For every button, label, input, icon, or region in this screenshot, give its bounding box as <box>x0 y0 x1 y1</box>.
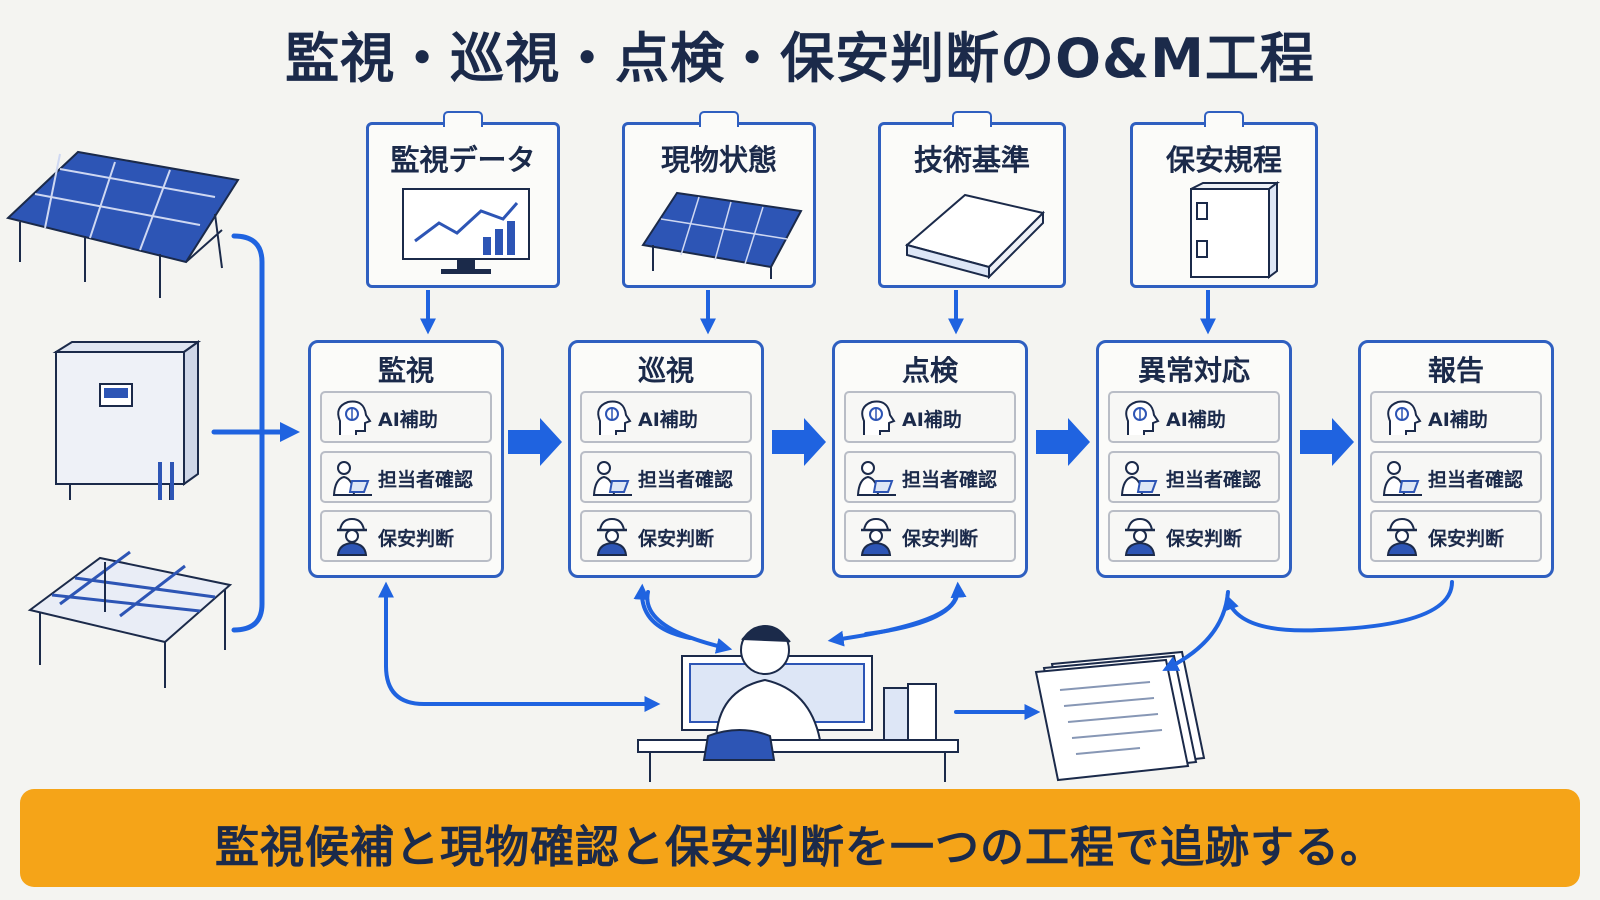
flow-arrow-3 <box>1036 418 1090 466</box>
row-label: AI補助 <box>378 409 438 431</box>
safety-helmet-worker-icon <box>596 517 628 556</box>
row-label: 保安判断 <box>1166 528 1243 550</box>
stage-card-monitoring: 監視 AI補助 担当者確認 保安判断 <box>308 340 504 578</box>
solar-panel-icon <box>641 191 803 279</box>
flow-arrow-1 <box>508 418 562 466</box>
row-staff-check: 担当者確認 <box>1108 451 1280 503</box>
ai-brain-icon <box>337 400 372 435</box>
ai-brain-icon <box>861 400 896 435</box>
row-label: 保安判断 <box>1428 528 1505 550</box>
row-safety-judgment: 保安判断 <box>320 510 492 562</box>
summary-banner: 監視候補と現物確認と保安判断を一つの工程で追跡する。 <box>20 789 1580 887</box>
source-card-safety-rules: 保安規程 <box>1130 111 1318 288</box>
staff-laptop-icon <box>856 461 896 496</box>
row-ai-assist: AI補助 <box>844 391 1016 443</box>
row-safety-judgment: 保安判断 <box>1108 510 1280 562</box>
source-card-physical-state: 現物状態 <box>622 111 816 288</box>
source-card-title: 監視データ <box>390 143 536 177</box>
stage-title: 監視 <box>377 354 434 387</box>
clipboard-clip-icon <box>443 111 483 127</box>
stage-card-inspection: 点検 AI補助 担当者確認 保安判断 <box>832 340 1028 578</box>
row-label: 保安判断 <box>902 528 979 550</box>
book-icon <box>904 193 1045 279</box>
staff-laptop-icon <box>1382 461 1422 496</box>
row-label: 担当者確認 <box>1166 469 1262 491</box>
row-safety-judgment: 保安判断 <box>580 510 752 562</box>
row-ai-assist: AI補助 <box>1108 391 1280 443</box>
operator-desk-icon <box>637 625 959 782</box>
source-card-title: 保安規程 <box>1165 143 1282 177</box>
feedback-arrows <box>378 580 1454 720</box>
row-label: 担当者確認 <box>378 469 474 491</box>
source-card-title: 技術基準 <box>913 143 1030 177</box>
source-card-monitoring-data: 監視データ <box>366 111 560 288</box>
row-ai-assist: AI補助 <box>320 391 492 443</box>
row-label: AI補助 <box>1166 409 1226 431</box>
row-label: AI補助 <box>1428 409 1488 431</box>
clipboard-clip-icon <box>1204 111 1244 127</box>
stage-card-anomaly-response: 異常対応 AI補助 担当者確認 保安判断 <box>1096 340 1292 578</box>
inverter-cabinet-icon <box>52 340 202 500</box>
ai-brain-icon <box>1387 400 1422 435</box>
row-staff-check: 担当者確認 <box>844 451 1016 503</box>
row-label: 担当者確認 <box>902 469 998 491</box>
row-label: AI補助 <box>638 409 698 431</box>
ai-brain-icon <box>597 400 632 435</box>
row-label: 保安判断 <box>378 528 455 550</box>
staff-laptop-icon <box>592 461 632 496</box>
source-card-technical-standard: 技術基準 <box>878 111 1066 288</box>
stage-title: 異常対応 <box>1137 354 1250 387</box>
stage-card-patrol: 巡視 AI補助 担当者確認 保安判断 <box>568 340 764 578</box>
row-staff-check: 担当者確認 <box>320 451 492 503</box>
row-staff-check: 担当者確認 <box>580 451 752 503</box>
safety-helmet-worker-icon <box>1386 517 1418 556</box>
stage-title: 報告 <box>1427 354 1484 387</box>
binder-icon <box>1190 181 1280 279</box>
asset-bracket-arrow <box>211 233 300 633</box>
safety-helmet-worker-icon <box>336 517 368 556</box>
row-staff-check: 担当者確認 <box>1370 451 1542 503</box>
stage-card-report: 報告 AI補助 担当者確認 保安判断 <box>1358 340 1554 578</box>
row-label: AI補助 <box>902 409 962 431</box>
row-label: 担当者確認 <box>1428 469 1524 491</box>
source-card-title: 現物状態 <box>660 143 777 177</box>
solar-array-icon <box>5 150 240 298</box>
stage-flow-arrows <box>508 418 1354 466</box>
row-ai-assist: AI補助 <box>1370 391 1542 443</box>
source-arrows <box>420 290 1216 335</box>
clipboard-clip-icon <box>952 111 992 127</box>
stage-title: 巡視 <box>637 354 694 387</box>
report-documents-icon <box>1034 650 1206 782</box>
staff-laptop-icon <box>332 461 372 496</box>
row-ai-assist: AI補助 <box>580 391 752 443</box>
stage-title: 点検 <box>901 354 958 387</box>
summary-banner-text: 監視候補と現物確認と保安判断を一つの工程で追跡する。 <box>215 822 1385 873</box>
row-label: 保安判断 <box>638 528 715 550</box>
flow-arrow-4 <box>1300 418 1354 466</box>
safety-helmet-worker-icon <box>1124 517 1156 556</box>
flow-arrow-2 <box>772 418 826 466</box>
row-safety-judgment: 保安判断 <box>844 510 1016 562</box>
row-label: 担当者確認 <box>638 469 734 491</box>
safety-helmet-worker-icon <box>860 517 892 556</box>
monitor-chart-icon <box>402 188 530 274</box>
mounting-frame-icon <box>27 550 233 688</box>
row-safety-judgment: 保安判断 <box>1370 510 1542 562</box>
clipboard-clip-icon <box>699 111 739 127</box>
page-title: 監視・巡視・点検・保安判断のO&M工程 <box>285 27 1315 90</box>
ai-brain-icon <box>1125 400 1160 435</box>
staff-laptop-icon <box>1120 461 1160 496</box>
